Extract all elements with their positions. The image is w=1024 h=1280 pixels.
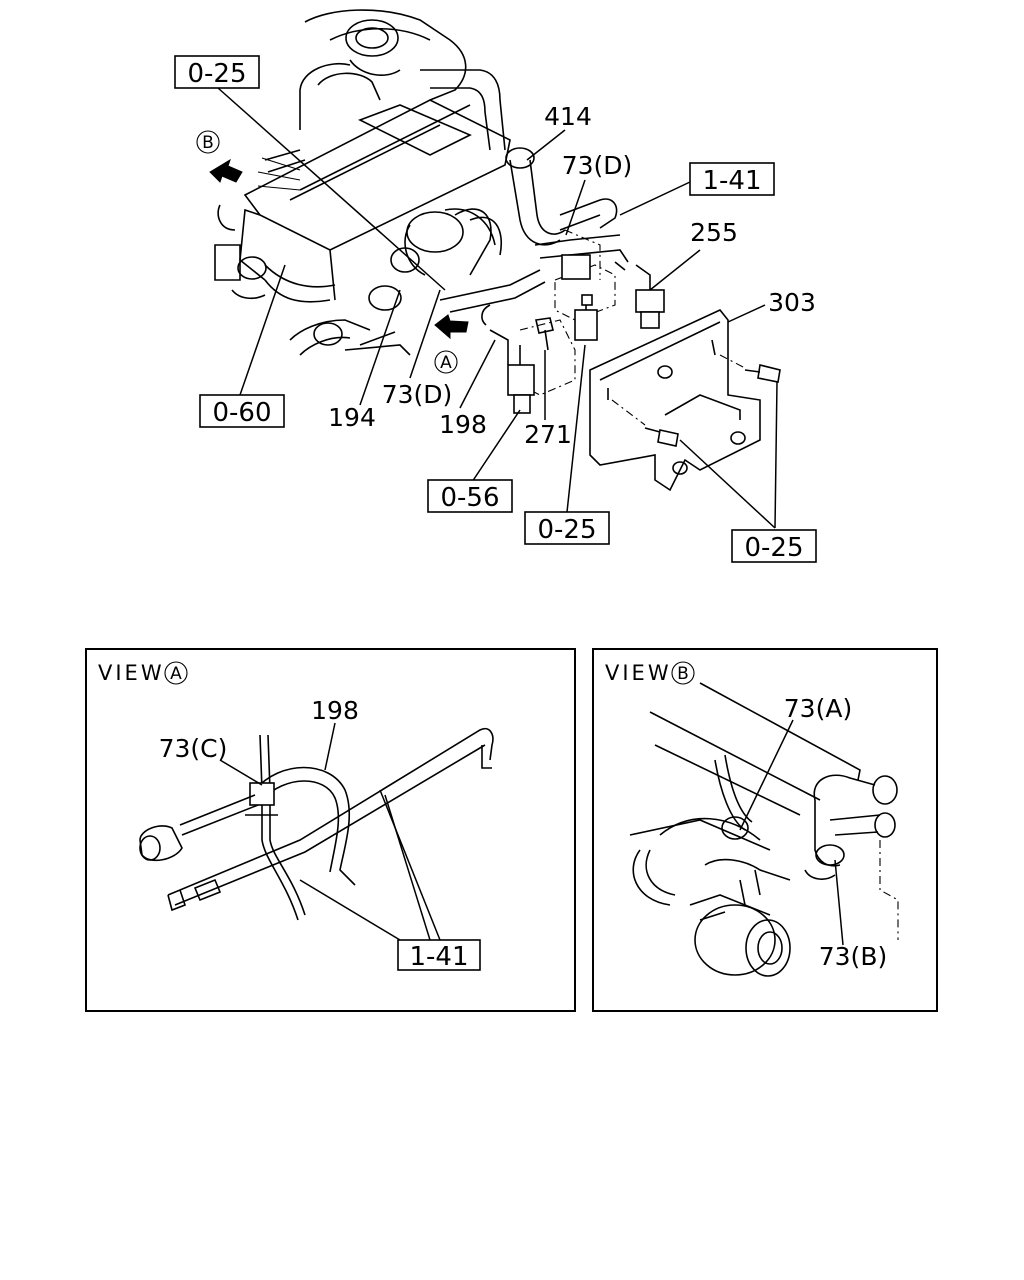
ref-box-label: 0-25 — [537, 515, 596, 545]
view-a-marker: A — [170, 664, 182, 684]
ref-box-0-25-top: 0-25 — [174, 55, 260, 89]
main-leader-lines — [217, 87, 778, 529]
part-label-73d-top: 73(D) — [562, 151, 633, 180]
arrow-b-icon — [209, 158, 243, 183]
view-b-panel: VIEW B — [592, 648, 938, 1012]
ref-box-label: 0-56 — [440, 483, 499, 513]
ref-box-0-25-right: 0-25 — [731, 529, 817, 563]
view-a-ref-box-1-41: 1-41 — [397, 939, 481, 972]
view-b-drawing — [629, 682, 899, 977]
view-b-title: VIEW — [605, 661, 672, 685]
arrow-a-icon — [434, 314, 469, 340]
part-label-414: 414 — [544, 102, 592, 131]
view-marker-letter: B — [202, 133, 214, 153]
view-b-part-label-73b: 73(B) — [819, 942, 887, 971]
ref-box-label: 1-41 — [702, 166, 761, 196]
view-a-title: VIEW — [98, 661, 165, 685]
part-label-194: 194 — [328, 403, 376, 432]
view-b-part-label-73a: 73(A) — [784, 694, 852, 723]
engine-assembly-drawing — [209, 9, 781, 492]
ref-box-label: 0-25 — [187, 59, 246, 89]
ref-box-label: 0-25 — [744, 533, 803, 563]
view-marker-a: A — [434, 350, 458, 374]
part-label-198: 198 — [439, 410, 487, 439]
view-a-part-label-198: 198 — [311, 696, 359, 725]
ref-box-1-41: 1-41 — [689, 162, 775, 196]
part-label-255: 255 — [690, 218, 738, 247]
ref-box-0-25-middle: 0-25 — [524, 511, 610, 545]
view-a-part-label-73c: 73(C) — [159, 734, 228, 763]
ref-box-0-56: 0-56 — [427, 479, 513, 513]
view-a-drawing — [139, 727, 494, 921]
part-label-303: 303 — [768, 288, 816, 317]
ref-box-label: 1-41 — [409, 942, 468, 972]
ref-box-0-60: 0-60 — [199, 394, 285, 428]
part-label-73d-bottom: 73(D) — [382, 380, 453, 409]
view-marker-b: B — [196, 130, 220, 154]
view-a-panel: VIEW A — [85, 648, 576, 1012]
ref-box-label: 0-60 — [212, 398, 271, 428]
view-b-marker: B — [677, 664, 689, 684]
part-label-271: 271 — [524, 420, 572, 449]
view-marker-letter: A — [440, 353, 452, 373]
